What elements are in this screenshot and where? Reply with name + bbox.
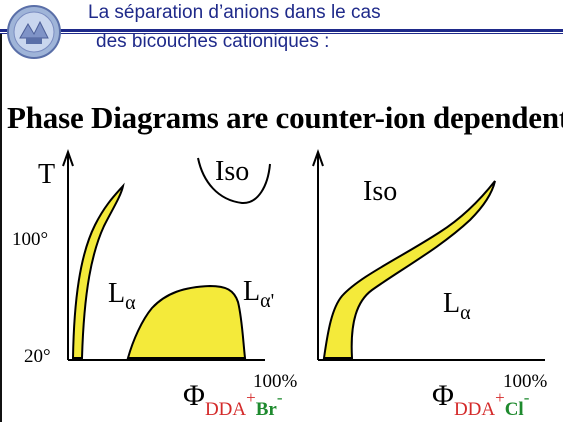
slide-title-line-2: des bicouches cationiques : (96, 31, 330, 52)
left-y-tick-low: 20° (24, 346, 51, 367)
right-x-axis-label: ΦDDA+Cl- (432, 379, 530, 420)
right-y-axis-arrow (312, 149, 324, 167)
left-phase-diagram: T 100° 20° Lα Lα' Iso 100% ΦDDA+Br- (12, 149, 298, 420)
left-x-axis-label: ΦDDA+Br- (183, 379, 283, 420)
left-phase-iso-label: Iso (215, 156, 249, 187)
right-phase-iso-label: Iso (363, 176, 397, 207)
left-lalpha-prime-dome (126, 284, 247, 359)
left-edge-line (0, 34, 2, 422)
logo-icon (7, 5, 61, 59)
left-iso-arc (197, 157, 271, 205)
left-lalpha-sliver (71, 182, 125, 359)
headline: Phase Diagrams are counter-ion dependent (7, 100, 563, 135)
right-x-tick-end: 100% (503, 371, 548, 392)
right-lalpha-band (322, 180, 496, 359)
header-bar (0, 29, 563, 32)
left-x-tick-end: 100% (253, 371, 298, 392)
header-rule (0, 33, 563, 34)
left-phase-lalpha-label: Lα (108, 278, 136, 314)
right-phase-lalpha-label: Lα (443, 288, 471, 324)
left-y-tick-high: 100° (12, 229, 48, 250)
left-y-axis-label: T (38, 159, 55, 190)
left-y-axis-arrow (62, 149, 74, 167)
right-phase-diagram: Iso Lα 100% ΦDDA+Cl- (312, 149, 548, 420)
slide-title-line-1: La séparation d’anions dans le cas (88, 2, 381, 23)
left-phase-lalpha-prime-label: Lα' (243, 276, 274, 312)
